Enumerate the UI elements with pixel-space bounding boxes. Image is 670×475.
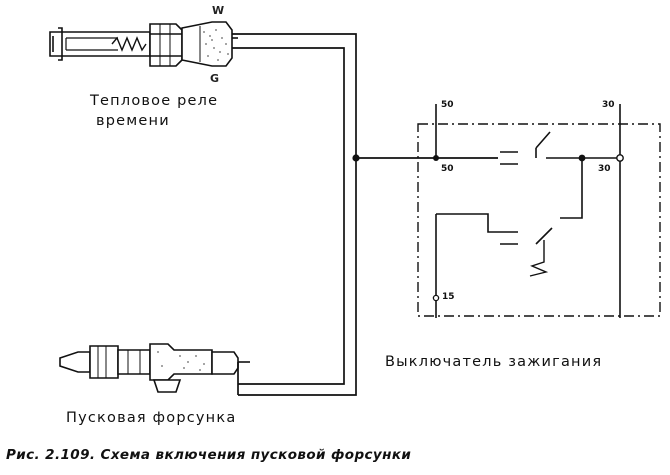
start-injector-label: Пусковая форсунка: [66, 410, 237, 426]
terminal-30-inner-dot: [578, 154, 586, 162]
wire-w: [232, 33, 357, 396]
injector-stipple: [157, 351, 205, 371]
junction-dot: [352, 154, 360, 162]
ignition-switch-label: Выключатель зажигания: [385, 354, 603, 370]
wire-label-g: G: [210, 72, 220, 85]
terminal-15-label: 15: [442, 292, 455, 302]
connector-stipple: [203, 29, 229, 61]
terminal-50-inner-label: 50: [441, 164, 454, 174]
terminal-50-top-label: 50: [441, 100, 454, 110]
terminal-50-dot: [433, 155, 439, 161]
wire-label-w: W: [212, 4, 225, 17]
wires: [232, 33, 498, 396]
wire-g: [232, 47, 345, 385]
thermo-switch-label-line1: Тепловое реле: [90, 93, 219, 109]
thermo-switch-label-line2: времени: [96, 113, 170, 129]
thermo-time-switch: [49, 21, 238, 67]
terminal-30-node: [616, 154, 624, 162]
figure-caption: Рис. 2.109. Схема включения пусковой фор…: [6, 447, 412, 463]
start-injector: [59, 343, 250, 393]
ignition-switch: [417, 104, 661, 318]
terminal-15-node: [432, 294, 440, 302]
terminal-30-inner-label: 30: [598, 164, 611, 174]
terminal-30-top-label: 30: [602, 100, 615, 110]
switch-boundary: [417, 123, 661, 317]
